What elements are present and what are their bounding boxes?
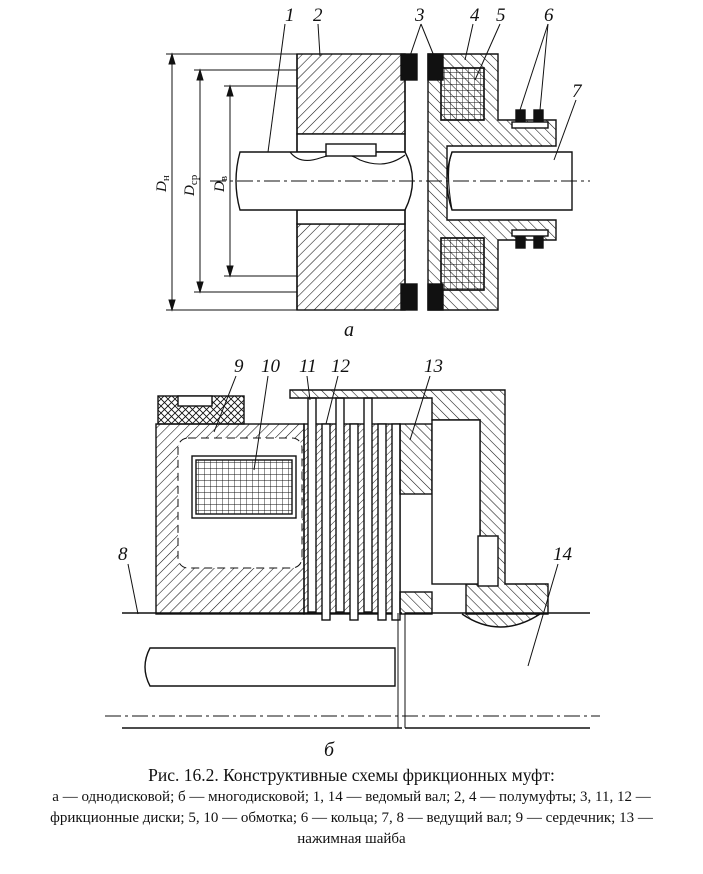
caption-title: Рис. 16.2. Конструктивные схемы фрикцион… <box>148 765 555 785</box>
diagram-a <box>166 23 590 312</box>
dimension-lines <box>166 52 297 312</box>
label-b-14: 14 <box>553 544 573 565</box>
pressure-washer-13 <box>399 423 433 615</box>
figure-caption: Рис. 16.2. Конструктивные схемы фрикцион… <box>0 764 703 850</box>
label-b-12: 12 <box>331 356 351 377</box>
dimension-a-0: Dн <box>154 175 172 193</box>
sublabel-b: б <box>324 739 335 761</box>
label-a-3: 3 <box>414 5 425 26</box>
driving-shaft-8 <box>122 612 402 729</box>
diagram-b-labels: 8 9 10 11 12 13 14 б <box>118 356 573 761</box>
label-b-10: 10 <box>261 356 281 377</box>
label-a-2: 2 <box>313 5 323 26</box>
core-9 <box>155 395 305 615</box>
driven-shaft-14 <box>405 612 590 729</box>
dimension-a-1: Dср <box>182 174 200 197</box>
label-b-13: 13 <box>424 356 443 377</box>
caption-text: а — однодисковой; б — многодисковой; 1, … <box>50 789 653 847</box>
clutch-diagram: 1 2 3 4 5 6 7 Dн Dср Dв а <box>105 5 600 761</box>
diagram-a-labels: 1 2 3 4 5 6 7 Dн Dср Dв а <box>154 5 583 341</box>
half-coupling-2 <box>296 53 406 311</box>
driven-shaft-1 <box>235 143 414 211</box>
label-a-6: 6 <box>544 5 554 26</box>
slip-rings-6 <box>511 109 549 249</box>
label-a-4: 4 <box>470 5 480 26</box>
leader-lines-a <box>267 23 577 161</box>
friction-discs-11-12 <box>303 397 401 621</box>
label-b-9: 9 <box>234 356 244 377</box>
label-b-11: 11 <box>299 356 317 377</box>
label-b-8: 8 <box>118 544 128 565</box>
diagram-b <box>105 375 600 729</box>
outer-housing <box>289 389 549 615</box>
dimension-a-2: Dв <box>212 176 230 193</box>
label-a-7: 7 <box>572 81 583 102</box>
sublabel-a: а <box>344 319 354 341</box>
label-a-1: 1 <box>285 5 295 26</box>
leader-lines-b <box>127 375 559 667</box>
label-a-5: 5 <box>496 5 506 26</box>
